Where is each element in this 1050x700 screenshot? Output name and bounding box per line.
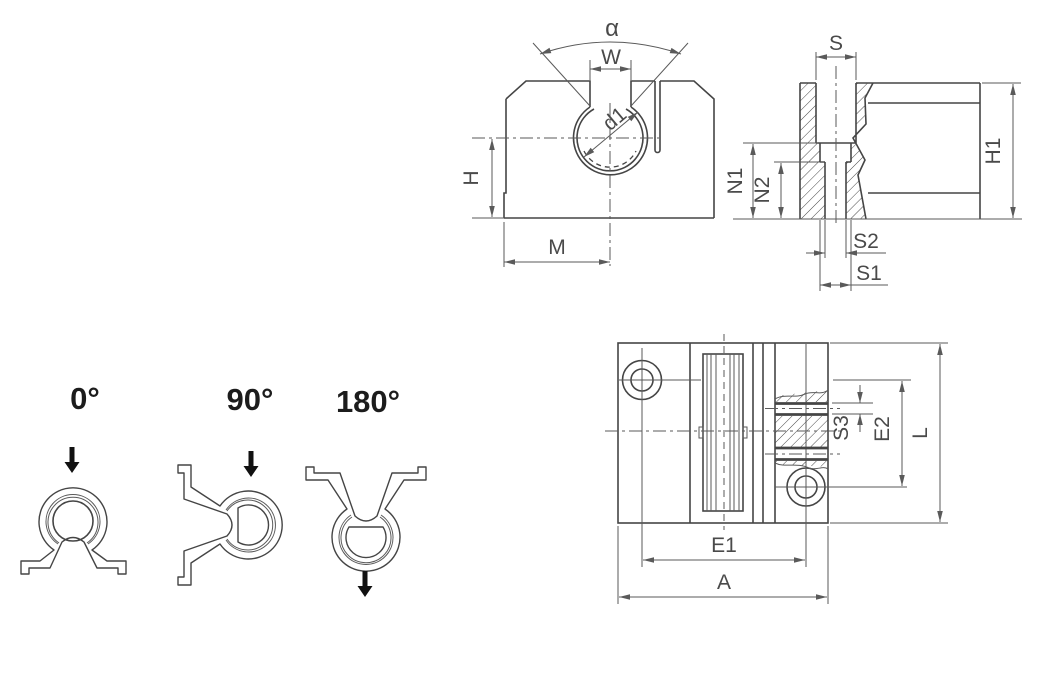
m-dimension: M [503,222,610,267]
shaft-180 [345,526,387,559]
s2-dimension: S2 [806,220,886,258]
slot-block [698,334,748,530]
orientation-180: 180° [305,384,427,597]
orientation-0: 0° [20,381,127,575]
orientation-180-label: 180° [336,384,400,419]
e2-dimension: E2 [833,379,911,486]
n2-label: N2 [751,177,774,204]
topview-body [617,342,829,524]
a-label: A [717,571,731,594]
load-arrow-down-180 [357,571,373,597]
load-arrow-down-90 [243,451,259,477]
m-label: M [548,236,566,259]
hatch-left [800,83,825,219]
d1-label: d1 [598,103,631,136]
alpha-label: α [605,15,619,42]
orientation-90-label: 90° [227,382,274,417]
alpha-dimension: α [532,15,689,107]
l-dimension: L [830,342,948,524]
orientation-90: 90° [177,382,283,586]
section-view: S N1 N2 H1 S2 [724,32,1022,291]
bearing-race-arcs-180 [338,514,394,565]
l-label: L [909,427,932,439]
h1-label: H1 [982,138,1005,165]
bearing-profile-180 [305,466,427,572]
n1-label: N1 [724,168,747,195]
topview-hatch-lower [775,461,828,467]
mounting-hole-bottom-right [775,344,907,567]
s3-label: S3 [830,415,853,441]
bearing-profile-0 [20,487,127,575]
shaft-90 [237,504,270,546]
shaft-0 [52,500,94,542]
bearing-race-arcs-0 [45,494,101,545]
bearing-race-arcs-90 [225,497,276,553]
h-label: H [460,170,483,185]
e2-label: E2 [871,416,894,442]
s2-label: S2 [853,230,879,253]
n1-dimension: N1 [724,142,818,218]
mounting-hole-top-left [619,348,701,567]
n2-dimension: N2 [751,161,824,218]
h1-dimension: H1 [982,84,1016,218]
front-block-outline [503,80,715,219]
load-arrow-down-0 [64,447,80,473]
s-label: S [829,32,843,55]
s1-dimension: S1 [819,220,888,291]
clamp-screw-section [765,389,840,470]
ball-track-dashed-arc [583,150,637,168]
w-dimension: W [589,46,632,80]
front-view: α W d1 H M [460,15,715,267]
w-label: W [601,46,621,69]
topview-division-lines [689,343,776,523]
a-dimension: A [617,526,829,604]
section-outline [799,82,981,220]
top-view: S3 E2 L E1 A [605,334,948,604]
orientation-0-label: 0° [70,381,100,416]
e1-dimension: E1 [643,534,805,563]
bearing-profile-90 [177,464,283,586]
e1-label: E1 [711,534,737,557]
s-dimension: S [815,32,857,80]
s1-label: S1 [856,262,882,285]
s3-dimension: S3 [830,385,873,441]
h-dimension: H [460,139,504,219]
